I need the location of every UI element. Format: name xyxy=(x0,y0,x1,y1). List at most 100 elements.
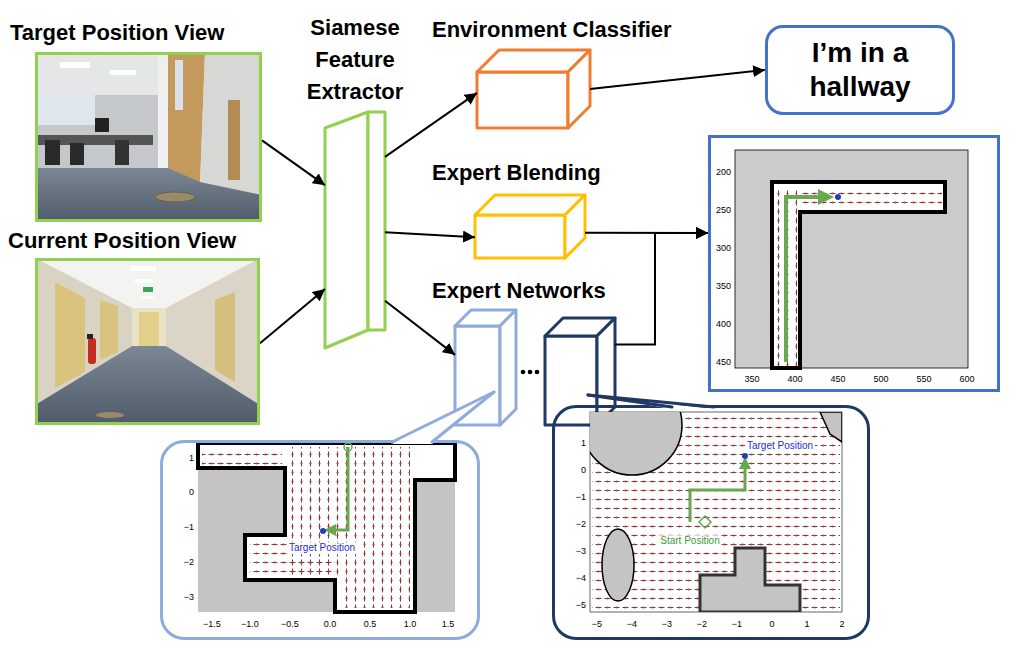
axis-tick: 0 xyxy=(769,619,774,629)
blended-map xyxy=(835,194,841,200)
axis-tick: 1.0 xyxy=(404,619,417,629)
output-text: I’m in a hallway xyxy=(774,36,946,104)
blended-map xyxy=(772,182,945,368)
current-photo xyxy=(141,296,153,299)
expert-cube-shape xyxy=(500,310,516,425)
current-photo xyxy=(96,412,124,418)
current-photo xyxy=(88,338,96,364)
expert-map xyxy=(690,463,745,522)
axis-tick: 0.0 xyxy=(324,619,337,629)
expert-map xyxy=(590,412,682,475)
ellipsis-dots xyxy=(521,370,540,375)
expert-callout: Target PositionStart Position10−1−2−3−4−… xyxy=(552,405,870,640)
current-photo xyxy=(35,258,260,425)
axis-tick: 500 xyxy=(873,374,888,384)
blending-cube-shape xyxy=(565,195,585,258)
axis-tick: 1 xyxy=(804,619,809,629)
axis-tick: 1 xyxy=(581,438,586,448)
expert-map xyxy=(340,576,410,608)
expert-map xyxy=(742,453,748,459)
axis-tick: 450 xyxy=(830,374,845,384)
current-photo xyxy=(139,312,159,346)
current-photo xyxy=(35,258,260,425)
component-label: Target Position View xyxy=(10,20,224,45)
expert-map xyxy=(699,516,711,528)
camera-view: Target Position View xyxy=(35,52,262,222)
expert-map xyxy=(198,443,455,612)
flow-arrow xyxy=(385,232,475,237)
current-photo xyxy=(100,300,118,360)
component-label: Expert Blending xyxy=(432,160,601,185)
current-photo xyxy=(143,287,153,292)
blended-map xyxy=(786,197,826,362)
expert-map xyxy=(198,443,455,612)
axis-tick: 450 xyxy=(716,357,731,367)
axis-tick: 400 xyxy=(787,374,802,384)
target-photo xyxy=(35,95,95,125)
axis-tick: −1 xyxy=(732,619,742,629)
axis-tick: −1.5 xyxy=(203,619,221,629)
axis-tick: 250 xyxy=(716,205,731,215)
expert-map xyxy=(202,447,282,465)
callout-tail xyxy=(432,392,494,442)
target-photo xyxy=(35,168,262,222)
classifier-cube-shape xyxy=(477,50,590,128)
axis-tick: −3 xyxy=(662,619,672,629)
expert-map xyxy=(344,443,352,451)
target-photo xyxy=(35,52,262,222)
component-label: Expert Networks xyxy=(432,278,606,303)
callout-tail xyxy=(588,395,714,409)
flow-arrow xyxy=(385,301,455,355)
component-label: Current Position View xyxy=(8,228,236,253)
axis-tick: −4 xyxy=(576,573,586,583)
extractor-slab xyxy=(325,112,385,348)
map-panel: 200250300350400450350400450500550600 xyxy=(708,135,1000,392)
expert-map xyxy=(582,375,842,612)
expert-cube-shape xyxy=(455,310,516,425)
blending-cube-shape xyxy=(475,215,565,258)
target-photo xyxy=(115,140,129,165)
current-photo xyxy=(87,334,93,339)
callout-tail xyxy=(392,392,494,444)
map-annotation: Start Position xyxy=(658,535,721,547)
classifier-cube-shape xyxy=(477,72,568,128)
ellipsis-dots xyxy=(528,370,533,375)
target-photo xyxy=(35,95,160,170)
blending-cube-shape xyxy=(475,195,585,258)
axis-tick: 200 xyxy=(716,167,731,177)
expert-cube-shape xyxy=(545,336,597,425)
axis-tick: 600 xyxy=(959,374,974,384)
axis-tick: −1 xyxy=(576,492,586,502)
axis-tick: −4 xyxy=(627,619,637,629)
expert-map xyxy=(820,412,842,442)
classifier-cube: Environment Classifier xyxy=(477,50,590,128)
expert-map xyxy=(198,443,455,612)
feature-extractor: Siamese Feature Extractor xyxy=(325,112,385,348)
classifier-cube-shape xyxy=(568,50,590,128)
expert-cube-shape xyxy=(597,318,615,425)
current-photo xyxy=(135,279,153,283)
expert-cube-shape xyxy=(545,318,615,425)
extractor-slab xyxy=(368,112,385,330)
component-label: Environment Classifier xyxy=(432,17,672,42)
map-annotation: Target Position xyxy=(287,542,357,554)
output-bubble: I’m in a hallway xyxy=(765,25,955,115)
axis-tick: 2 xyxy=(839,619,844,629)
expert-map xyxy=(590,412,842,612)
current-photo xyxy=(55,282,85,388)
target-photo xyxy=(228,100,240,180)
current-photo xyxy=(132,308,166,346)
target-photo xyxy=(95,118,109,132)
expert-cube-shape xyxy=(455,326,500,425)
axis-tick: 1.5 xyxy=(442,619,455,629)
expert-map xyxy=(700,548,800,612)
extractor-slab xyxy=(325,112,368,348)
current-photo xyxy=(130,266,156,271)
axis-tick: −1 xyxy=(184,522,194,532)
flow-arrow xyxy=(260,289,325,343)
callout-tail xyxy=(588,395,714,409)
flow-arrow xyxy=(590,70,765,89)
ellipsis-dots xyxy=(521,370,526,375)
axis-tick: −2 xyxy=(697,619,707,629)
blending-cube: Expert Blending xyxy=(475,195,585,258)
